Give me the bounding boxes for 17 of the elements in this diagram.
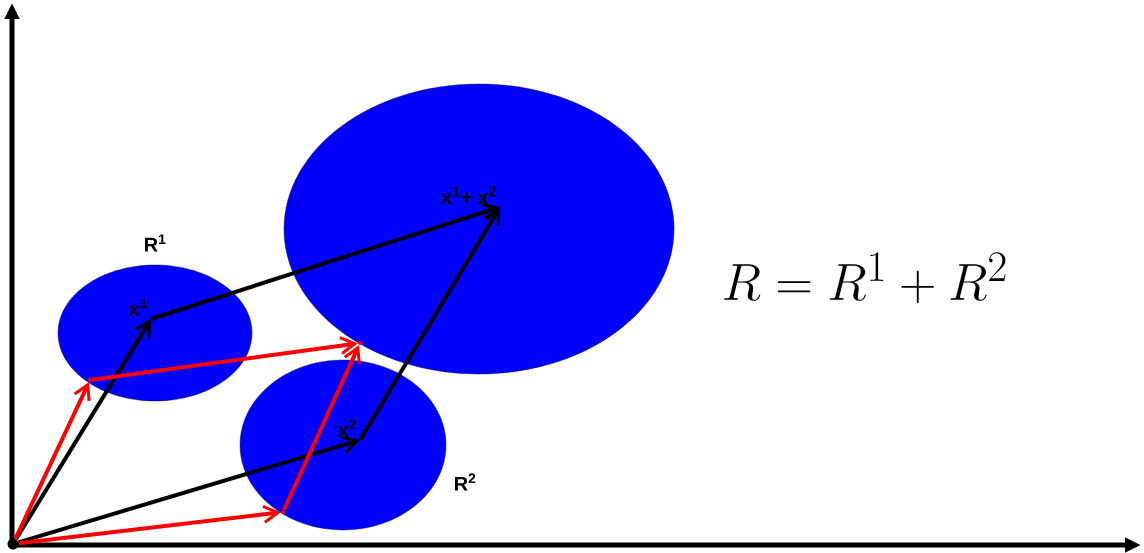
vector-point [88, 378, 92, 382]
vector-arrow [358, 207, 500, 442]
vector-arrow [91, 336, 358, 382]
vector-arrow [282, 345, 361, 511]
vector-point [358, 341, 362, 345]
vector-arrow [150, 203, 500, 321]
vector-arrow [18, 504, 281, 546]
vector-point [281, 510, 285, 514]
node-label: R$^{2}$ [455, 473, 476, 491]
vector-arrow [14, 319, 151, 541]
vector-label: x$^{1}$ [128, 298, 147, 316]
node-label: R$^{1}$ [145, 234, 166, 252]
formula: $R = R^1 + R^2$ [724, 252, 1006, 304]
vector-label: x$^{2}$ [337, 419, 356, 437]
vector-point [7, 538, 19, 550]
vector-label: x$^{1}$+ x$^{2}$ [441, 186, 496, 204]
vector-arrow [13, 382, 91, 540]
